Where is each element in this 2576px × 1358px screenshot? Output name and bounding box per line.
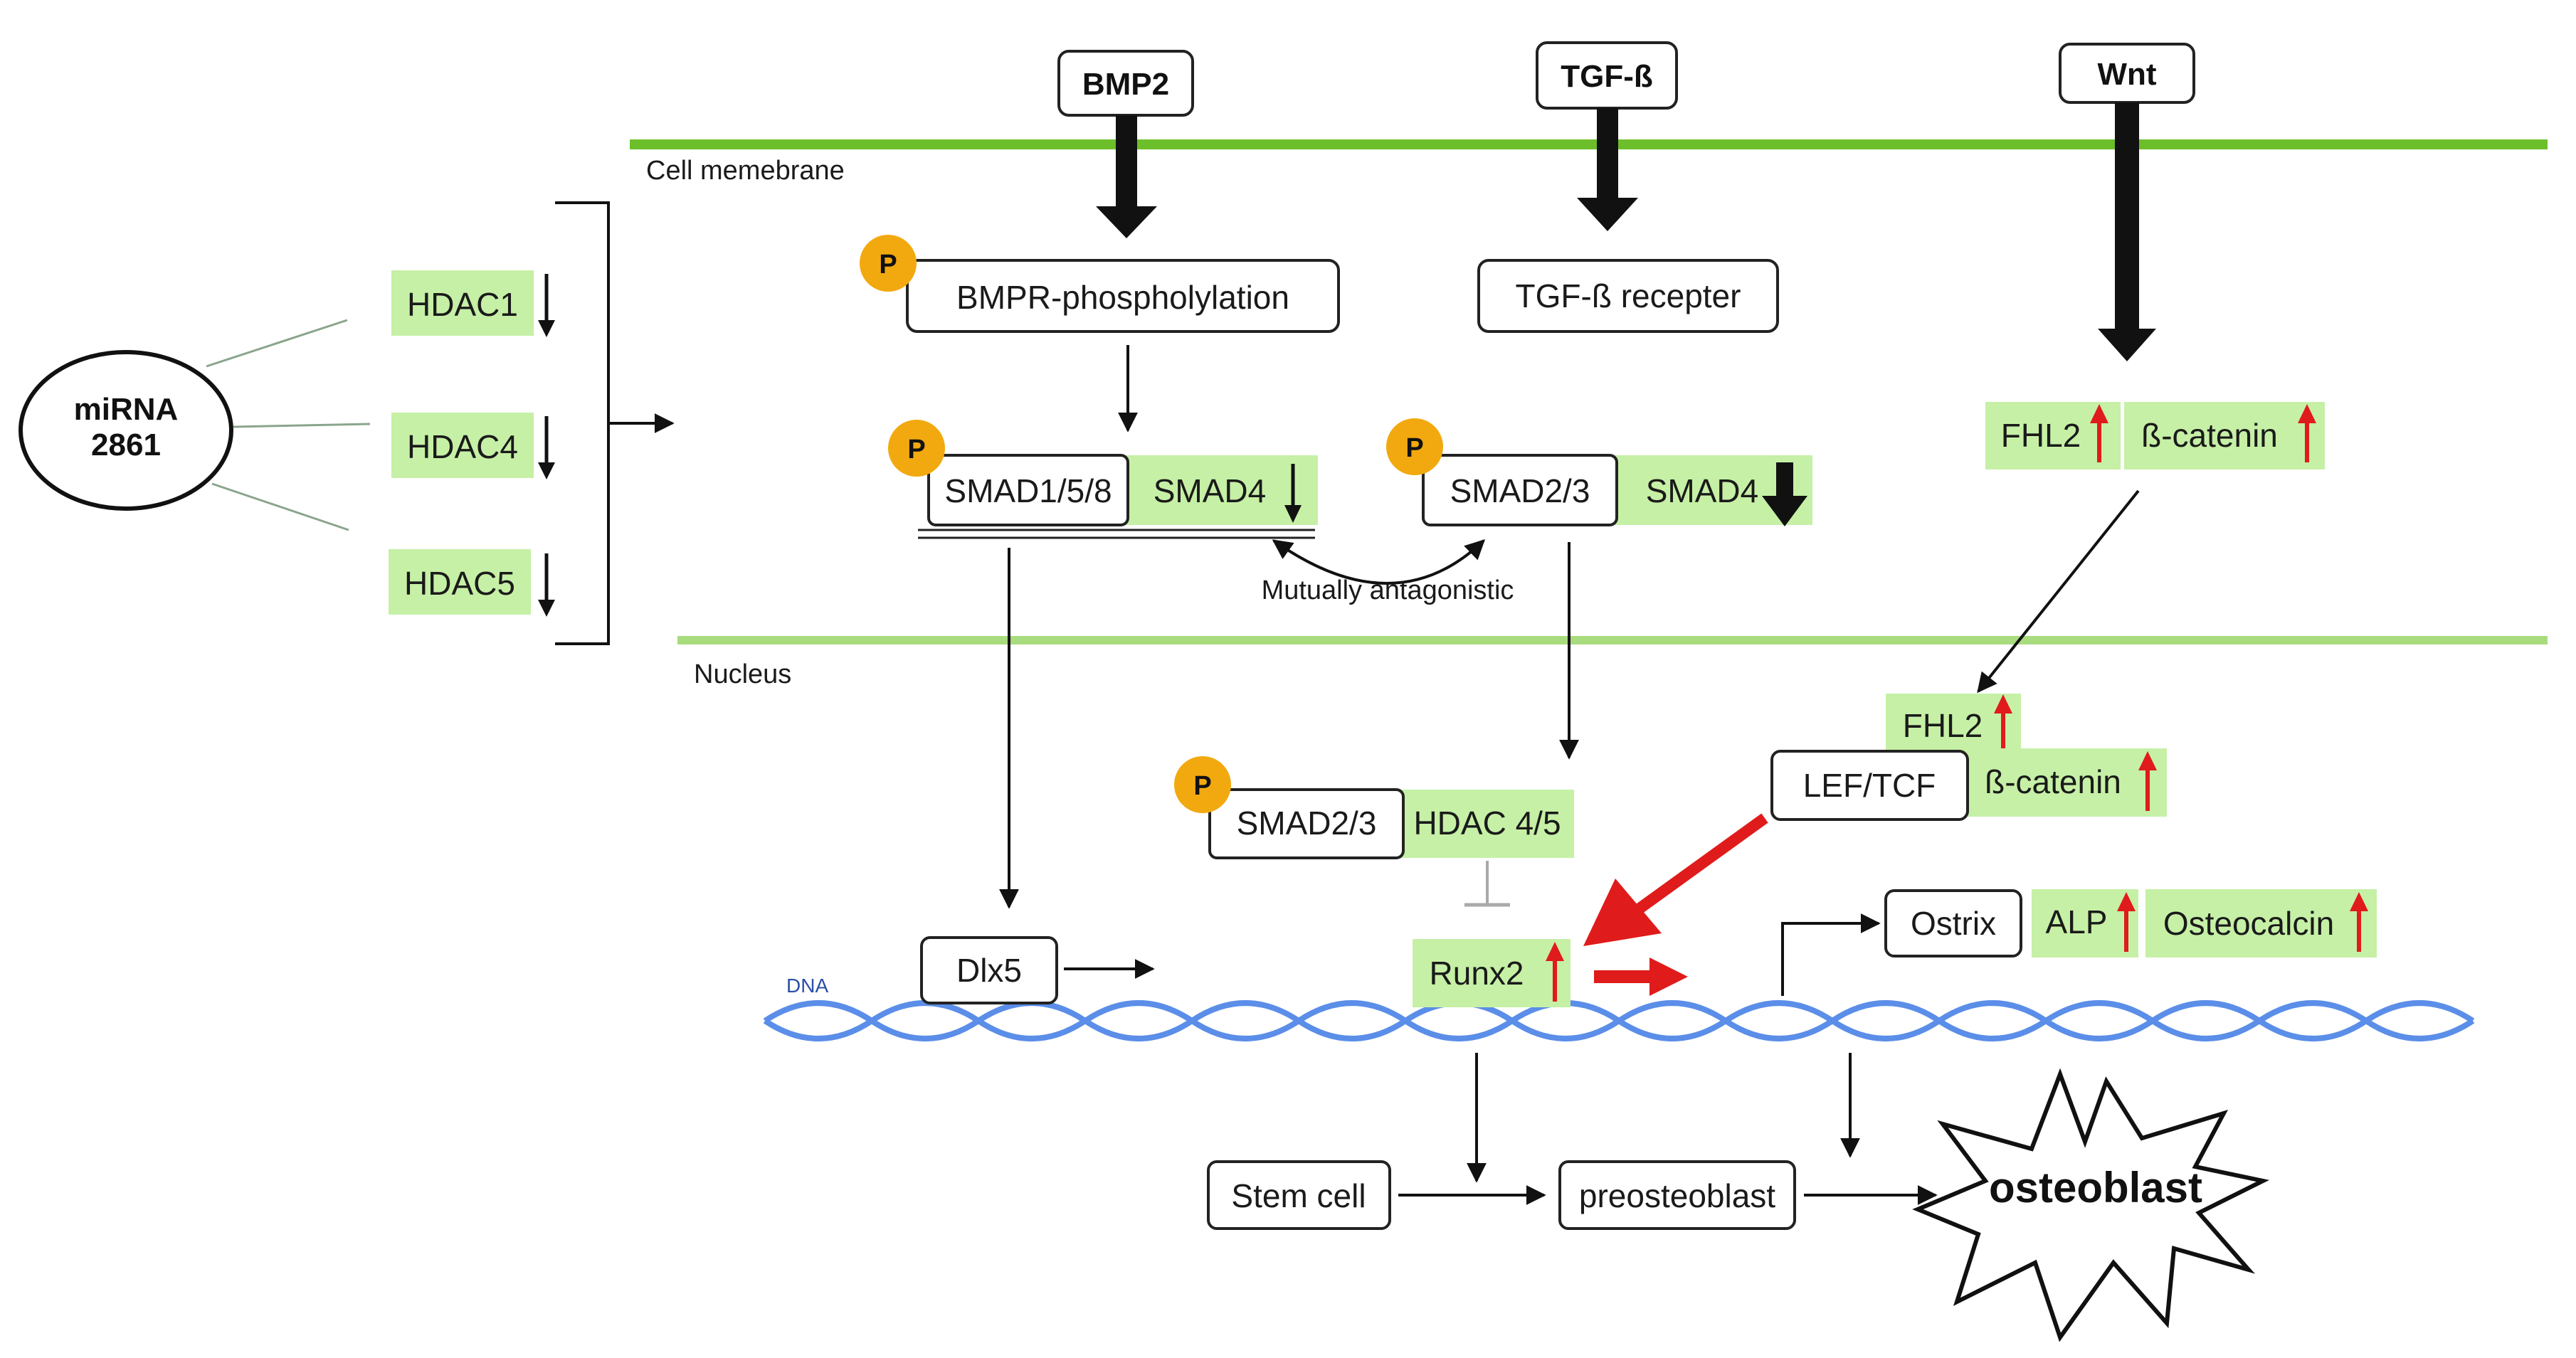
bmp2-big-arrow bbox=[1096, 115, 1157, 238]
smad158-phospho-badge: P bbox=[888, 420, 945, 477]
stem-cell-box: Stem cell bbox=[1207, 1160, 1391, 1230]
svg-text:preosteoblast: preosteoblast bbox=[1579, 1177, 1775, 1214]
nuclear-beta-catenin-up-arrow bbox=[2138, 751, 2157, 811]
bmpr-phospho-badge: P bbox=[860, 235, 917, 292]
hdac4-box: HDAC4 bbox=[391, 413, 534, 478]
hdac-inhibition-bar bbox=[1464, 861, 1510, 907]
dna-label: DNA bbox=[786, 975, 828, 997]
nuclear-smad23-phospho-badge: P bbox=[1174, 756, 1231, 813]
nuclear-beta-catenin-box: ß-catenin bbox=[1964, 748, 2167, 817]
hdac5-box: HDAC5 bbox=[389, 549, 531, 615]
svg-text:P: P bbox=[1405, 433, 1423, 463]
hdac1-box: HDAC1 bbox=[391, 270, 534, 336]
hdac-bracket bbox=[555, 201, 610, 645]
cell-membrane-label: Cell memebrane bbox=[646, 156, 845, 186]
svg-text:miRNA: miRNA bbox=[74, 392, 179, 427]
svg-text:SMAD1/5/8: SMAD1/5/8 bbox=[944, 472, 1112, 509]
fhl2-up-arrow bbox=[2090, 404, 2108, 462]
runx2-box: Runx2 bbox=[1413, 939, 1571, 1007]
svg-text:HDAC4: HDAC4 bbox=[407, 428, 518, 465]
hdac1-down-arrow bbox=[538, 274, 555, 337]
svg-text:SMAD4: SMAD4 bbox=[1646, 472, 1758, 509]
mirna-link-1 bbox=[206, 319, 348, 368]
osteocalcin-box: Osteocalcin bbox=[2145, 889, 2377, 958]
nucleus-label: Nucleus bbox=[694, 659, 791, 689]
smad158-box: SMAD1/5/8 bbox=[927, 454, 1129, 526]
smad23-box: SMAD2/3 bbox=[1422, 454, 1618, 526]
lef-tcf-box: LEF/TCF bbox=[1770, 750, 1969, 821]
mirna-2861: miRNA 2861 bbox=[19, 350, 233, 511]
lef-tcf-to-runx2-arrow bbox=[1583, 813, 1768, 946]
mirna-link-2 bbox=[233, 423, 371, 428]
dlx5-box: Dlx5 bbox=[920, 936, 1058, 1004]
alp-box: ALP bbox=[2032, 889, 2138, 958]
svg-text:Wnt: Wnt bbox=[2097, 57, 2156, 92]
svg-text:ALP: ALP bbox=[2046, 903, 2108, 940]
nuclear-smad23-box: SMAD2/3 bbox=[1208, 788, 1405, 859]
svg-text:BMPR-phospholylation: BMPR-phospholylation bbox=[956, 279, 1289, 316]
svg-text:FHL2: FHL2 bbox=[1903, 707, 1983, 744]
beta-catenin-up-arrow bbox=[2298, 404, 2316, 462]
svg-text:FHL2: FHL2 bbox=[2001, 417, 2081, 454]
wnt-big-arrow bbox=[2098, 102, 2156, 361]
svg-text:ß-catenin: ß-catenin bbox=[2141, 417, 2278, 454]
wnt-ligand: Wnt bbox=[2059, 43, 2195, 104]
hdac45-box: HDAC 4/5 bbox=[1388, 790, 1574, 858]
svg-text:ß-catenin: ß-catenin bbox=[1985, 763, 2121, 800]
smad4-tgf-down-arrow bbox=[1762, 462, 1807, 526]
tgfb-big-arrow bbox=[1577, 108, 1638, 231]
nuclear-fhl2-up-arrow bbox=[1994, 694, 2012, 753]
svg-text:osteoblast: osteoblast bbox=[1989, 1164, 2202, 1211]
runx2-up-arrow bbox=[1546, 942, 1564, 1002]
osteocalcin-up-arrow bbox=[2350, 892, 2368, 952]
hdac4-down-arrow bbox=[538, 416, 555, 479]
ostrix-box: Ostrix bbox=[1884, 889, 2022, 958]
svg-text:HDAC 4/5: HDAC 4/5 bbox=[1413, 805, 1561, 842]
mirna-link-3 bbox=[211, 482, 349, 531]
svg-text:Ostrix: Ostrix bbox=[1911, 905, 1996, 942]
svg-text:2861: 2861 bbox=[91, 428, 161, 462]
svg-text:Runx2: Runx2 bbox=[1430, 955, 1524, 992]
beta-catenin-box: ß-catenin bbox=[2124, 402, 2325, 470]
antagonism-curve bbox=[1272, 539, 1486, 585]
svg-text:HDAC1: HDAC1 bbox=[407, 286, 518, 323]
svg-text:Osteocalcin: Osteocalcin bbox=[2163, 905, 2334, 942]
smad4-bmp-box: SMAD4 bbox=[1124, 455, 1318, 525]
svg-text:Stem cell: Stem cell bbox=[1231, 1177, 1366, 1214]
svg-text:SMAD2/3: SMAD2/3 bbox=[1237, 805, 1377, 842]
svg-text:SMAD4: SMAD4 bbox=[1154, 472, 1266, 509]
svg-text:HDAC5: HDAC5 bbox=[404, 565, 515, 602]
dna-helix bbox=[763, 1000, 2475, 1041]
svg-text:P: P bbox=[907, 435, 925, 465]
alp-up-arrow bbox=[2117, 892, 2136, 952]
svg-text:LEF/TCF: LEF/TCF bbox=[1803, 767, 1936, 804]
bmpr-phosphorylation-box: BMPR-phospholylation bbox=[906, 259, 1340, 333]
target-genes-arrow bbox=[1781, 913, 1881, 996]
smad4-bmp-down-arrow bbox=[1284, 464, 1302, 523]
tgfb-receptor-box: TGF-ß recepter bbox=[1477, 259, 1779, 333]
svg-text:P: P bbox=[879, 250, 897, 280]
osteoblast-starburst: osteoblast bbox=[1912, 1068, 2270, 1342]
antagonism-label: Mutually antagonistic bbox=[1262, 575, 1514, 605]
smad23-phospho-badge: P bbox=[1386, 418, 1443, 475]
wnt-to-nucleus-arrow bbox=[1977, 489, 2140, 694]
svg-text:TGF-ß: TGF-ß bbox=[1561, 59, 1653, 94]
svg-text:SMAD2/3: SMAD2/3 bbox=[1450, 472, 1590, 509]
hdac5-down-arrow bbox=[538, 553, 555, 617]
tgfb-ligand: TGF-ß bbox=[1536, 41, 1678, 110]
preosteoblast-box: preosteoblast bbox=[1558, 1160, 1796, 1230]
bmp2-ligand: BMP2 bbox=[1057, 50, 1194, 117]
svg-text:Dlx5: Dlx5 bbox=[956, 952, 1022, 989]
svg-text:BMP2: BMP2 bbox=[1082, 67, 1169, 102]
svg-text:TGF-ß recepter: TGF-ß recepter bbox=[1516, 277, 1741, 314]
svg-text:P: P bbox=[1193, 771, 1211, 801]
runx2-activation-arrow bbox=[1594, 958, 1688, 996]
